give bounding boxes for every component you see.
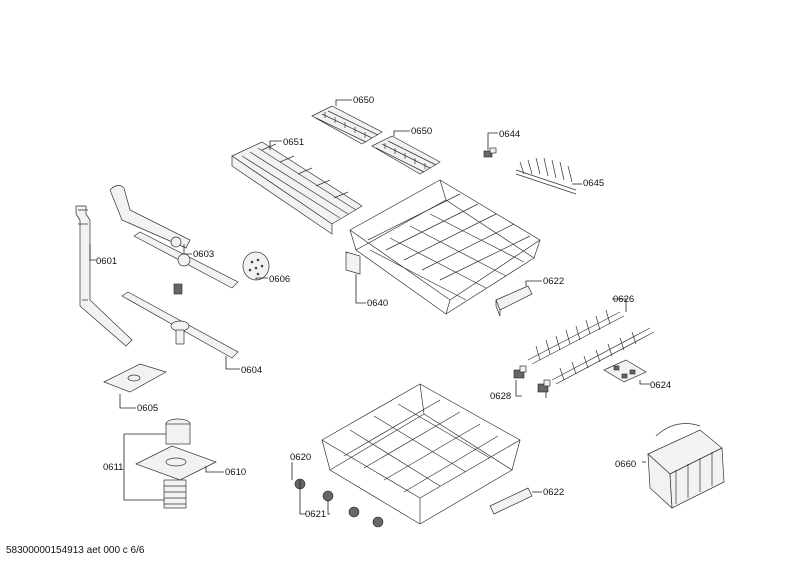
- label-0640: 0640: [367, 298, 388, 309]
- label-0601: 0601: [96, 256, 117, 267]
- label-0650-a: 0650: [353, 95, 374, 106]
- clip-set-0624: [603, 359, 647, 383]
- label-0622-lower: 0622: [543, 487, 564, 498]
- spray-arm-upper-0603: [109, 185, 239, 295]
- label-0660: 0660: [615, 459, 636, 470]
- document-footer-id: 58300000154913 aet 000 c 6/6: [6, 545, 145, 556]
- handle-part-0622-lower: [489, 487, 533, 515]
- rack-insert-0645: [515, 157, 577, 195]
- label-0622-upper: 0622: [543, 276, 564, 287]
- label-0604: 0604: [241, 365, 262, 376]
- label-0603: 0603: [193, 249, 214, 260]
- hinge-part-0628: [513, 365, 551, 393]
- label-0644: 0644: [499, 129, 520, 140]
- label-0626: 0626: [613, 294, 634, 305]
- cup-shelf-part-b: [371, 135, 441, 175]
- upper-basket-0640: [345, 179, 541, 315]
- coarse-filter-0605: [103, 363, 167, 393]
- feed-pipe-0601: [75, 205, 133, 347]
- label-0620: 0620: [290, 452, 311, 463]
- filter-assembly-0611: [135, 418, 217, 509]
- label-0610: 0610: [225, 467, 246, 478]
- cutlery-basket-0660: [647, 423, 725, 509]
- tine-row-0626: [527, 309, 655, 385]
- filter-disc-0606: [242, 251, 270, 281]
- clip-part-0644: [483, 147, 497, 158]
- label-0621: 0621: [305, 509, 326, 520]
- part-labels: 0650 0650 0651 0644 0645 0601 0603 0606 …: [96, 95, 671, 520]
- cup-shelf-part-a: [311, 105, 383, 145]
- label-0651: 0651: [283, 137, 304, 148]
- leader-lines: [89, 99, 650, 515]
- label-0611: 0611: [103, 462, 123, 473]
- label-0645: 0645: [583, 178, 604, 189]
- cutlery-tray-part: [231, 141, 363, 235]
- label-0650-b: 0650: [411, 126, 432, 137]
- handle-part-0622-upper: [495, 285, 533, 317]
- label-0605: 0605: [137, 403, 158, 414]
- label-0624: 0624: [650, 380, 671, 391]
- label-0606: 0606: [269, 274, 290, 285]
- lower-basket: [321, 383, 521, 525]
- label-0628: 0628: [490, 391, 511, 402]
- spray-arm-lower-0604: [121, 291, 239, 359]
